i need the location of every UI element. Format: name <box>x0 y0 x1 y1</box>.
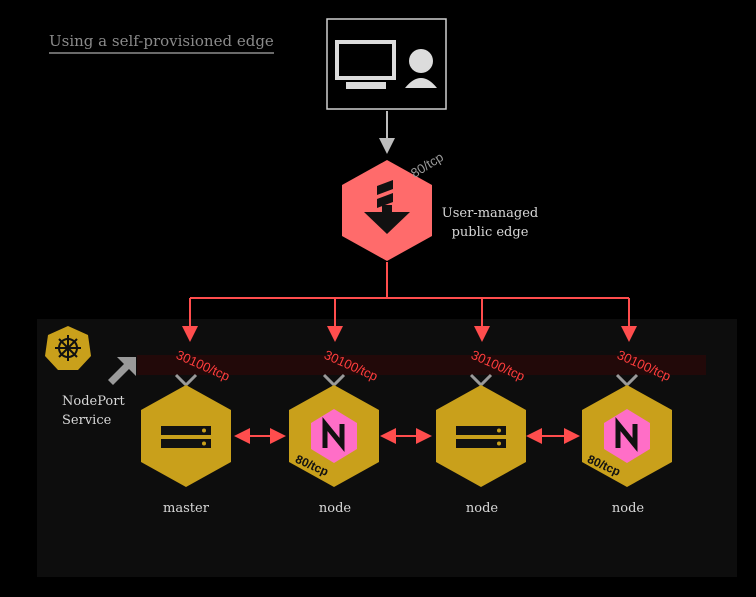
node-label: node <box>611 501 645 516</box>
nginx-icon <box>311 409 357 463</box>
service-label-line1: NodePort <box>62 394 125 409</box>
node-attach-icon <box>174 373 198 387</box>
node-attach-icon <box>469 373 493 387</box>
monitor-icon <box>335 40 396 89</box>
edge-download-icon <box>364 180 410 234</box>
node-2 <box>289 373 379 487</box>
node-3 <box>436 373 526 487</box>
kubernetes-icon <box>45 326 91 370</box>
edge-distribution-lines <box>182 262 637 342</box>
service-label-line2: Service <box>62 413 112 428</box>
user-icon <box>405 49 437 88</box>
edge-label-line2: public edge <box>451 225 529 240</box>
edge-label: User-managed public edge <box>440 204 540 242</box>
node-label: node <box>465 501 499 516</box>
server-icon <box>456 426 506 448</box>
edge-label-line1: User-managed <box>441 206 539 221</box>
node-attach-icon <box>615 373 639 387</box>
node-attach-icon <box>322 373 346 387</box>
node-label: node <box>318 501 352 516</box>
node-1 <box>141 373 231 487</box>
edge-node <box>342 160 432 261</box>
client-box <box>326 18 447 110</box>
diagram-title: Using a self-provisioned edge <box>49 32 274 54</box>
node-hexagon <box>141 385 231 487</box>
node-4 <box>582 373 672 487</box>
node-label: master <box>163 501 209 516</box>
node-hexagon <box>436 385 526 487</box>
nodeport-service-band <box>137 355 706 375</box>
service-label: NodePort Service <box>62 392 125 430</box>
server-icon <box>161 426 211 448</box>
nodeport-arrow-icon <box>108 357 136 385</box>
nginx-icon <box>604 409 650 463</box>
